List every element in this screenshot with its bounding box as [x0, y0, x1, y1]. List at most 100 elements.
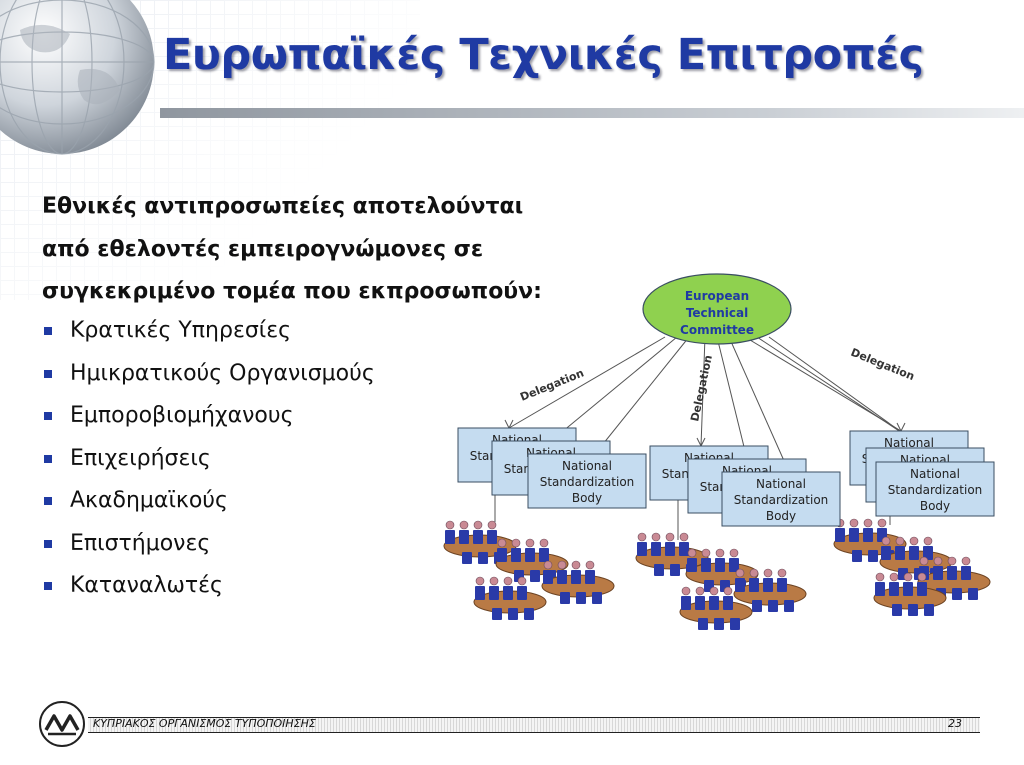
delegation-line — [700, 336, 706, 447]
chair-icon — [730, 618, 740, 630]
footer-bar: ΚΥΠΡΙΑΚΟΣ ΟΡΓΑΝΙΣΜΟΣ ΤΥΠΟΠΟΙΗΣΗΣ 23 — [88, 717, 980, 733]
intro-text: Εθνικές αντιπροσωπείες αποτελούνται από … — [42, 186, 642, 314]
nsb-boxes: NationalStandardizationBodyNationalStand… — [457, 427, 995, 527]
chair-icon — [752, 600, 762, 612]
chair-icon — [723, 596, 733, 610]
delegation-label-middle: Delegation — [688, 354, 715, 423]
person-icon — [917, 572, 927, 582]
nsb-label-line: National — [910, 467, 960, 481]
nsb-box-rect — [721, 471, 841, 527]
committee-line-3: Committee — [680, 323, 754, 337]
committee-node: European Technical Committee — [642, 273, 792, 345]
chair-icon — [445, 530, 455, 544]
delegation-line — [728, 336, 790, 473]
chair-icon — [525, 548, 535, 562]
chair-icon — [511, 548, 521, 562]
chair-icon — [508, 608, 518, 620]
bullet-text: Επιχειρήσεις — [70, 445, 211, 471]
chair-icon — [849, 528, 859, 542]
bullet-text: Ακαδημαϊκούς — [70, 488, 228, 513]
person-icon — [539, 538, 549, 548]
bullet-text: Επιστήμονες — [70, 530, 211, 556]
chair-icon — [557, 570, 567, 584]
bullet-item: Καταναλωτές — [42, 565, 375, 608]
bullet-text: Ημικρατικούς Οργανισμούς — [70, 360, 375, 386]
chair-icon — [560, 592, 570, 604]
chair-icon — [462, 552, 472, 564]
person-icon — [909, 536, 919, 546]
person-icon — [881, 536, 891, 546]
chair-icon — [749, 578, 759, 592]
person-icon — [701, 548, 711, 558]
chair-icon — [763, 578, 773, 592]
nsb-label-line: Standardization — [888, 483, 983, 497]
bullet-item: Ακαδημαϊκούς — [42, 480, 375, 523]
chair-icon — [473, 530, 483, 544]
chair-icon — [923, 546, 933, 560]
bullet-text: Κρατικές Υπηρεσίες — [70, 318, 292, 343]
person-icon — [511, 538, 521, 548]
square-bullet-icon — [44, 539, 52, 548]
chair-icon — [543, 570, 553, 584]
meeting-groups — [443, 482, 991, 630]
person-icon — [903, 572, 913, 582]
chair-icon — [698, 618, 708, 630]
person-icon — [875, 572, 885, 582]
person-icon — [709, 586, 719, 596]
nsb-box-rect — [875, 461, 995, 517]
committee-diagram: NationalStandardizationBodyNationalStand… — [443, 273, 995, 630]
person-icon — [557, 560, 567, 570]
chair-icon — [651, 542, 661, 556]
person-icon — [863, 518, 873, 528]
chair-icon — [654, 564, 664, 576]
bullet-item: Ημικρατικούς Οργανισμούς — [42, 353, 375, 396]
person-icon — [503, 576, 513, 586]
chair-icon — [924, 604, 934, 616]
meeting-table — [917, 556, 991, 600]
person-icon — [487, 520, 497, 530]
chair-icon — [539, 548, 549, 562]
chair-icon — [952, 588, 962, 600]
chair-icon — [868, 550, 878, 562]
chair-icon — [665, 542, 675, 556]
person-icon — [729, 548, 739, 558]
bullet-item: Επιστήμονες — [42, 523, 375, 566]
person-icon — [763, 568, 773, 578]
person-icon — [543, 560, 553, 570]
chair-icon — [492, 608, 502, 620]
chair-icon — [903, 582, 913, 596]
person-icon — [445, 520, 455, 530]
person-icon — [681, 586, 691, 596]
committee-ellipse — [642, 273, 792, 345]
person-icon — [715, 548, 725, 558]
square-bullet-icon — [44, 412, 52, 421]
chair-icon — [679, 542, 689, 556]
bullet-item: Επιχειρήσεις — [42, 438, 375, 481]
person-icon — [459, 520, 469, 530]
nsb-label-line: Body — [572, 491, 602, 505]
person-icon — [665, 532, 675, 542]
bullet-item: Εμποροβιομήχανους — [42, 395, 375, 438]
chair-icon — [881, 546, 891, 560]
person-icon — [877, 518, 887, 528]
chair-icon — [909, 546, 919, 560]
chair-icon — [695, 596, 705, 610]
chair-icon — [585, 570, 595, 584]
person-icon — [735, 568, 745, 578]
person-icon — [525, 538, 535, 548]
bullet-list: Κρατικές Υπηρεσίες Ημικρατικούς Οργανισμ… — [42, 310, 375, 608]
square-bullet-icon — [44, 497, 52, 506]
meeting-table — [473, 576, 547, 620]
chair-icon — [875, 582, 885, 596]
square-bullet-icon — [44, 582, 52, 591]
person-icon — [749, 568, 759, 578]
delegation-label-left: Delegation — [518, 366, 585, 403]
chair-icon — [947, 566, 957, 580]
chair-icon — [637, 542, 647, 556]
person-icon — [889, 572, 899, 582]
slide-title: Ευρωπαϊκές Τεχνικές Επιτροπές — [163, 30, 924, 80]
chair-icon — [670, 564, 680, 576]
intro-line-2: από εθελοντές εμπειρογνώμονες σε — [42, 236, 484, 262]
committee-line-2: Technical — [686, 306, 748, 320]
nsb-label-line: Body — [920, 499, 950, 513]
